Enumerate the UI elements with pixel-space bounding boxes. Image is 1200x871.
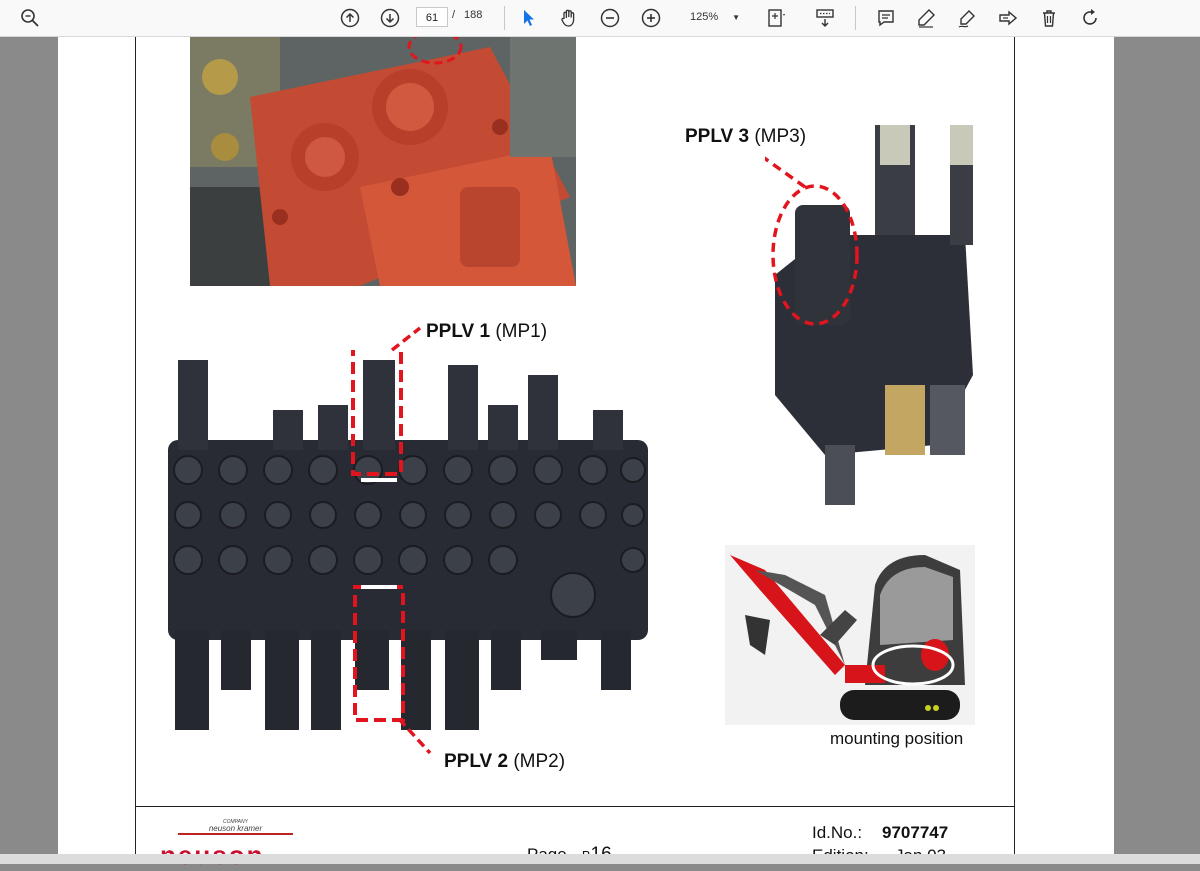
horizontal-scrollbar[interactable] <box>0 854 1200 864</box>
excavator-illustration <box>725 545 975 725</box>
pplv3-measure-point: (MP3) <box>754 126 807 147</box>
toolbar-divider <box>855 6 856 30</box>
company-logo-small: COMPANY neuson kramer <box>178 819 293 835</box>
zoom-out-icon[interactable] <box>596 4 624 32</box>
mounting-position-caption: mounting position <box>830 729 964 748</box>
footer-id-label: Id.No.: <box>812 823 863 842</box>
rotate-icon[interactable] <box>1076 4 1104 32</box>
logo-small-text: neuson kramer <box>208 824 263 833</box>
toolbar-divider <box>504 6 505 30</box>
comment-icon[interactable] <box>872 4 900 32</box>
pplv3-name: PPLV 3 <box>685 126 750 147</box>
pplv2-name: PPLV 2 <box>444 751 509 772</box>
page-frame-left <box>135 37 136 864</box>
pplv1-leader <box>390 326 422 352</box>
page-down-icon[interactable] <box>376 4 404 32</box>
pplv1-measure-point: (MP1) <box>495 321 548 342</box>
pplv2-leader <box>397 717 432 755</box>
draw-icon[interactable] <box>953 4 981 32</box>
page-frame-right <box>1014 37 1015 864</box>
chevron-down-icon: ▼ <box>732 12 741 22</box>
hand-pan-icon[interactable] <box>555 4 583 32</box>
page-total: 188 <box>464 9 483 21</box>
delete-icon[interactable] <box>1035 4 1063 32</box>
pplv2-label: PPLV 2 (MP2) <box>444 751 565 773</box>
logo-company-text: COMPANY <box>223 819 248 825</box>
zoom-in-icon[interactable] <box>637 4 665 32</box>
search-icon[interactable] <box>16 4 44 32</box>
control-valve-photo <box>163 350 648 740</box>
select-cursor-icon[interactable] <box>514 4 542 32</box>
page-number-input[interactable]: 61 <box>416 7 448 27</box>
page-frame-bottom <box>135 806 1015 807</box>
pump-photo <box>190 37 576 286</box>
pdf-toolbar: 61 / 188 125% ▼ <box>0 0 1200 37</box>
highlight-pen-icon[interactable] <box>912 4 940 32</box>
valve-mp3-photo <box>765 115 973 525</box>
footer-id-value: 9707747 <box>882 823 949 842</box>
scroll-mode-icon[interactable] <box>811 4 839 32</box>
pplv1-label: PPLV 1 (MP1) <box>426 321 547 343</box>
pplv1-name: PPLV 1 <box>426 321 491 342</box>
zoom-value: 125% <box>690 11 719 23</box>
fill-sign-icon[interactable] <box>994 4 1022 32</box>
page-separator: / <box>452 9 456 21</box>
pplv3-label: PPLV 3 (MP3) <box>685 126 806 148</box>
fit-page-icon[interactable] <box>762 4 790 32</box>
zoom-select[interactable]: 125% ▼ <box>680 7 744 27</box>
pplv2-measure-point: (MP2) <box>513 751 566 772</box>
page-up-icon[interactable] <box>336 4 364 32</box>
